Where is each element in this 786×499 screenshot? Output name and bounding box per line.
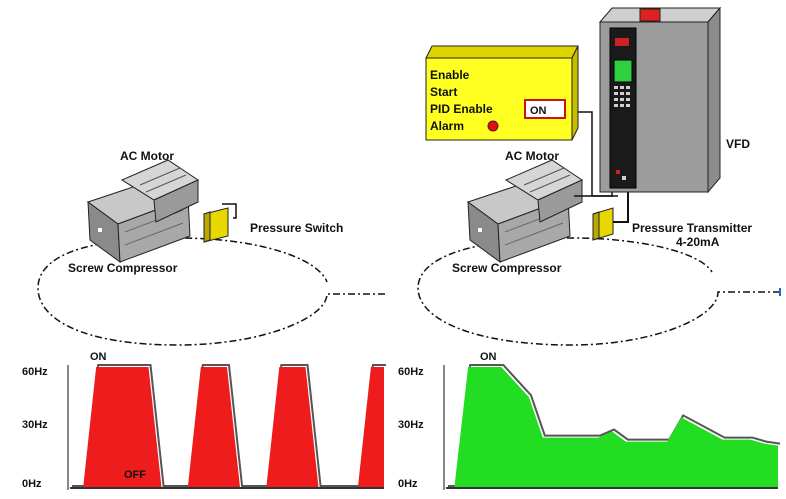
panel-line-start: Start xyxy=(430,85,457,99)
left-motor-label: AC Motor xyxy=(120,149,174,163)
right-vfd-area-outline xyxy=(448,364,781,487)
right-y-tick-60: 60Hz xyxy=(398,366,424,378)
left-frequency-chart: 60Hz 30Hz 0Hz ON OFF xyxy=(22,351,386,490)
control-panel: Enable Start PID Enable Alarm ON xyxy=(425,45,579,141)
right-compressor-label: Screw Compressor xyxy=(452,261,562,275)
right-motor-compressor xyxy=(466,159,584,264)
left-y-tick-30: 30Hz xyxy=(22,419,48,431)
right-compressor-loop xyxy=(417,237,780,346)
vfd-unit xyxy=(598,6,722,194)
pressure-switch xyxy=(203,203,237,243)
on-badge-frame xyxy=(524,99,566,119)
right-frequency-chart: 60Hz 30Hz 0Hz ON xyxy=(398,351,781,490)
pressure-transmitter xyxy=(592,192,629,241)
panel-line-enable: Enable xyxy=(430,68,470,82)
right-y-tick-0: 0Hz xyxy=(398,478,418,490)
left-on-off-area-outline xyxy=(72,364,386,487)
panel-line-pid-enable: PID Enable xyxy=(430,102,493,116)
left-compressor-label: Screw Compressor xyxy=(68,261,178,275)
on-badge: ON xyxy=(530,105,547,117)
transmitter-range-label: 4-20mA xyxy=(676,235,720,249)
right-y-tick-30: 30Hz xyxy=(398,419,424,431)
left-on-off-area xyxy=(70,367,384,488)
left-off-label: OFF xyxy=(124,469,146,481)
alarm-lamp-icon xyxy=(487,120,499,132)
right-on-label: ON xyxy=(480,351,497,363)
left-y-tick-60: 60Hz xyxy=(22,366,48,378)
pressure-transmitter-label: Pressure Transmitter xyxy=(632,221,752,235)
left-motor-compressor xyxy=(86,159,200,264)
pressure-switch-label: Pressure Switch xyxy=(250,221,343,235)
vfd-label: VFD xyxy=(726,137,750,151)
panel-line-alarm: Alarm xyxy=(430,119,464,133)
left-on-label: ON xyxy=(90,351,107,363)
left-y-tick-0: 0Hz xyxy=(22,478,42,490)
left-compressor-loop xyxy=(37,237,385,346)
right-vfd-area xyxy=(446,367,778,488)
right-motor-label: AC Motor xyxy=(505,149,559,163)
